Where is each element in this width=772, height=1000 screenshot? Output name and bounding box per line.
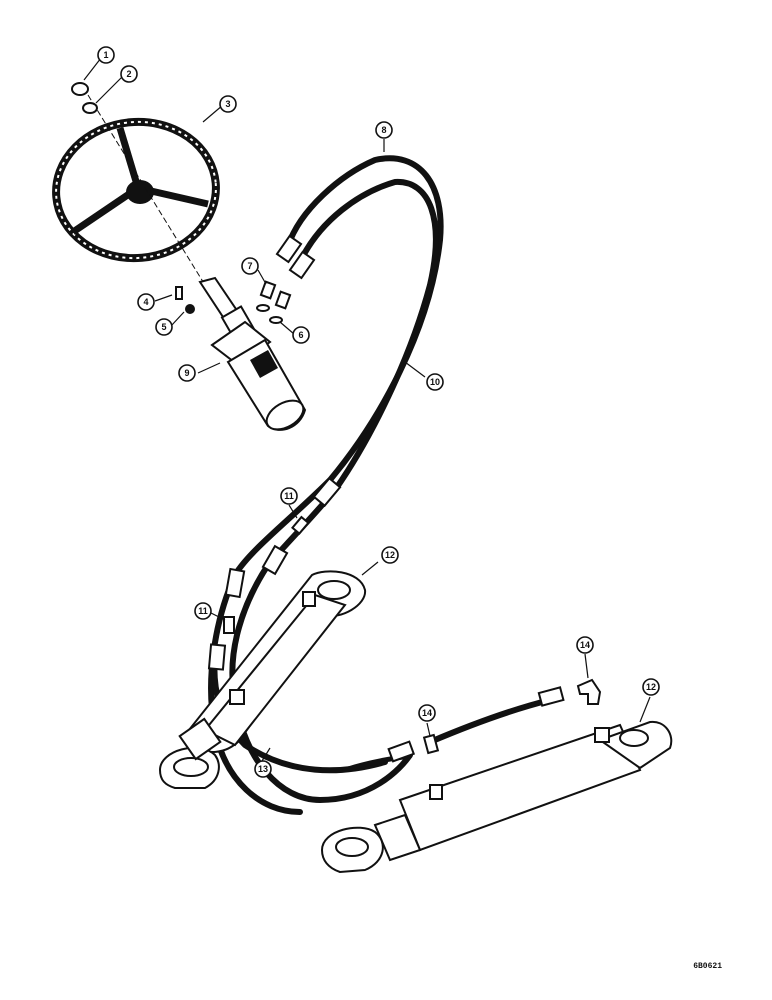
callout-label: 1 (103, 50, 108, 60)
callout-12-upper: 12 (381, 546, 399, 564)
callout-label: 12 (646, 682, 656, 692)
wheel-hub (126, 180, 154, 204)
callout-5: 5 (155, 318, 173, 336)
hose-14 (427, 697, 553, 745)
callout-14-middle: 14 (418, 704, 436, 722)
valve-bolt (175, 286, 195, 314)
steering-wheel (52, 94, 220, 286)
callout-label: 3 (225, 99, 230, 109)
callout-label: 7 (247, 261, 252, 271)
callout-8: 8 (375, 121, 393, 139)
callout-2: 2 (120, 65, 138, 83)
callout-13: 13 (254, 760, 272, 778)
callout-label: 11 (284, 491, 294, 501)
callout-7: 7 (241, 257, 259, 275)
drawing-number: 6B0621 (693, 962, 722, 971)
callout-label: 14 (580, 640, 590, 650)
callout-label: 2 (126, 69, 131, 79)
callout-label: 12 (385, 550, 395, 560)
callout-10: 10 (426, 373, 444, 391)
callout-6: 6 (292, 326, 310, 344)
steering-valve (198, 276, 307, 431)
valve-fittings (256, 280, 292, 324)
callout-label: 9 (184, 368, 189, 378)
fittings-11 (223, 515, 310, 634)
callout-3: 3 (219, 95, 237, 113)
callout-12-lower: 12 (642, 678, 660, 696)
callout-label: 14 (422, 708, 432, 718)
callout-11-lower: 11 (194, 602, 212, 620)
callout-label: 8 (381, 125, 386, 135)
wheel-nut (71, 82, 98, 114)
callout-14-right: 14 (576, 636, 594, 654)
hose-fittings (207, 234, 565, 763)
callout-label: 5 (161, 322, 166, 332)
callout-label: 13 (258, 764, 268, 774)
steering-cylinder-left (158, 570, 367, 789)
callout-4: 4 (137, 293, 155, 311)
callout-11-upper: 11 (280, 487, 298, 505)
callout-label: 6 (298, 330, 303, 340)
leader-lines (83, 57, 651, 762)
steering-cylinder-right (320, 678, 673, 874)
hose-10 (265, 178, 439, 568)
callout-label: 4 (143, 297, 148, 307)
callout-1: 1 (97, 46, 115, 64)
callout-label: 11 (198, 606, 208, 616)
callout-9: 9 (178, 364, 196, 382)
callout-label: 10 (430, 377, 440, 387)
hoses (208, 155, 553, 815)
